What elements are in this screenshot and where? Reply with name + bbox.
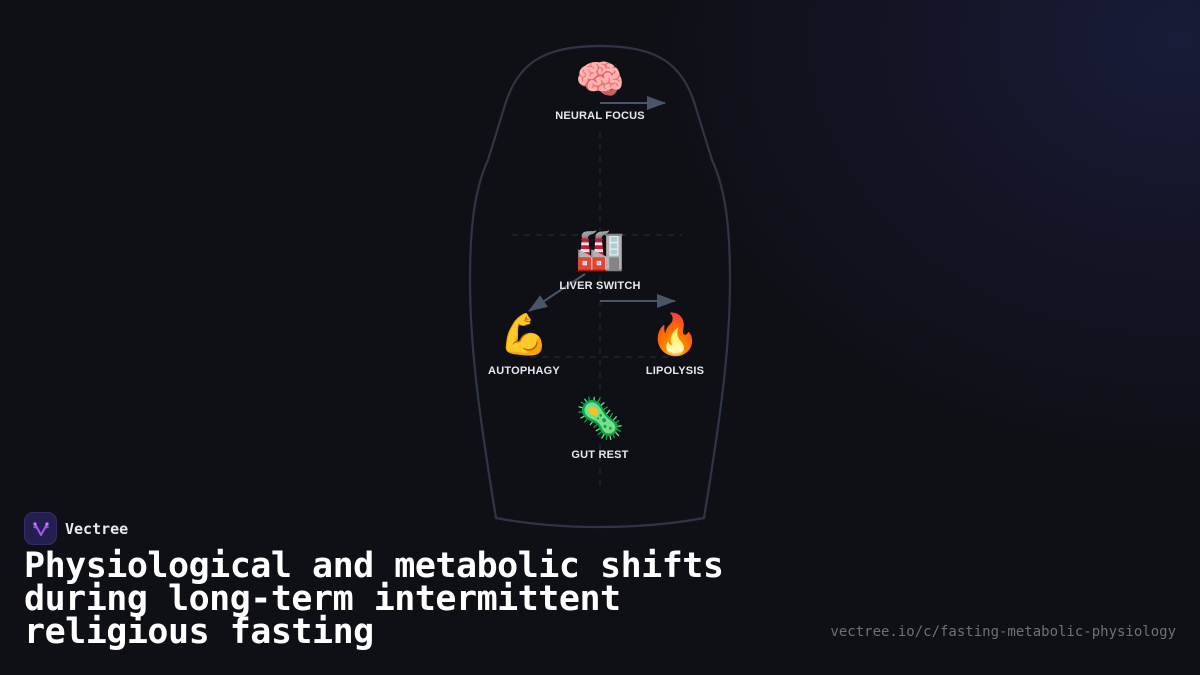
node-autophagy: 💪 AUTOPHAGY bbox=[488, 311, 560, 377]
title-line: religious fasting bbox=[24, 612, 374, 652]
node-label: NEURAL FOCUS bbox=[555, 110, 645, 122]
node-label: AUTOPHAGY bbox=[488, 365, 560, 377]
flexed-bicep-icon: 💪 bbox=[499, 312, 549, 358]
title-line: Physiological and metabolic shifts bbox=[24, 546, 724, 586]
source-url: vectree.io/c/fasting-metabolic-physiolog… bbox=[830, 624, 1176, 640]
fire-icon: 🔥 bbox=[650, 312, 700, 358]
node-label: GUT REST bbox=[571, 449, 629, 461]
brain-icon: 🧠 bbox=[575, 57, 625, 103]
factory-icon: 🏭 bbox=[575, 227, 625, 273]
page-title: Physiological and metabolic shifts durin… bbox=[24, 546, 724, 652]
title-line: during long-term intermittent bbox=[24, 579, 621, 619]
node-label: LIVER SWITCH bbox=[559, 280, 641, 292]
brand: Vectree bbox=[24, 512, 128, 545]
brand-name: Vectree bbox=[65, 519, 129, 538]
node-gut-rest: 🦠 GUT REST bbox=[571, 395, 628, 461]
node-neural-focus: 🧠 NEURAL FOCUS bbox=[555, 56, 645, 122]
arrow-liver-to-autophagy bbox=[528, 273, 586, 312]
vectree-logo-icon bbox=[24, 512, 57, 545]
node-liver-switch: 🏭 LIVER SWITCH bbox=[559, 226, 640, 292]
node-lipolysis: 🔥 LIPOLYSIS bbox=[646, 311, 704, 377]
body-outline bbox=[468, 44, 732, 529]
microbe-icon: 🦠 bbox=[575, 396, 625, 442]
node-label: LIPOLYSIS bbox=[645, 365, 705, 377]
